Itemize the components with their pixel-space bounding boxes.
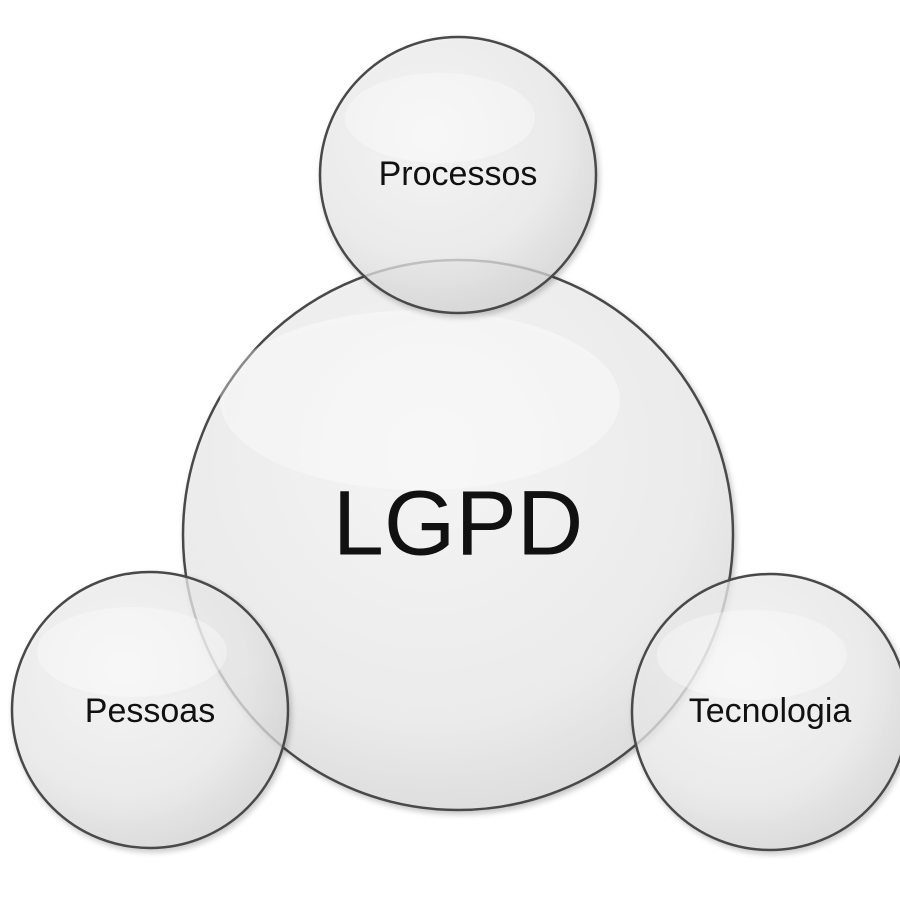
center-bubble [181, 258, 735, 812]
center-label: LGPD [333, 472, 584, 574]
left-bubble-label: Pessoas [85, 692, 215, 730]
right-bubble [630, 572, 900, 852]
left-bubble [10, 570, 290, 850]
top-bubble [318, 35, 598, 315]
right-bubble-label: Tecnologia [689, 692, 852, 730]
top-bubble-label: Processos [379, 155, 538, 193]
